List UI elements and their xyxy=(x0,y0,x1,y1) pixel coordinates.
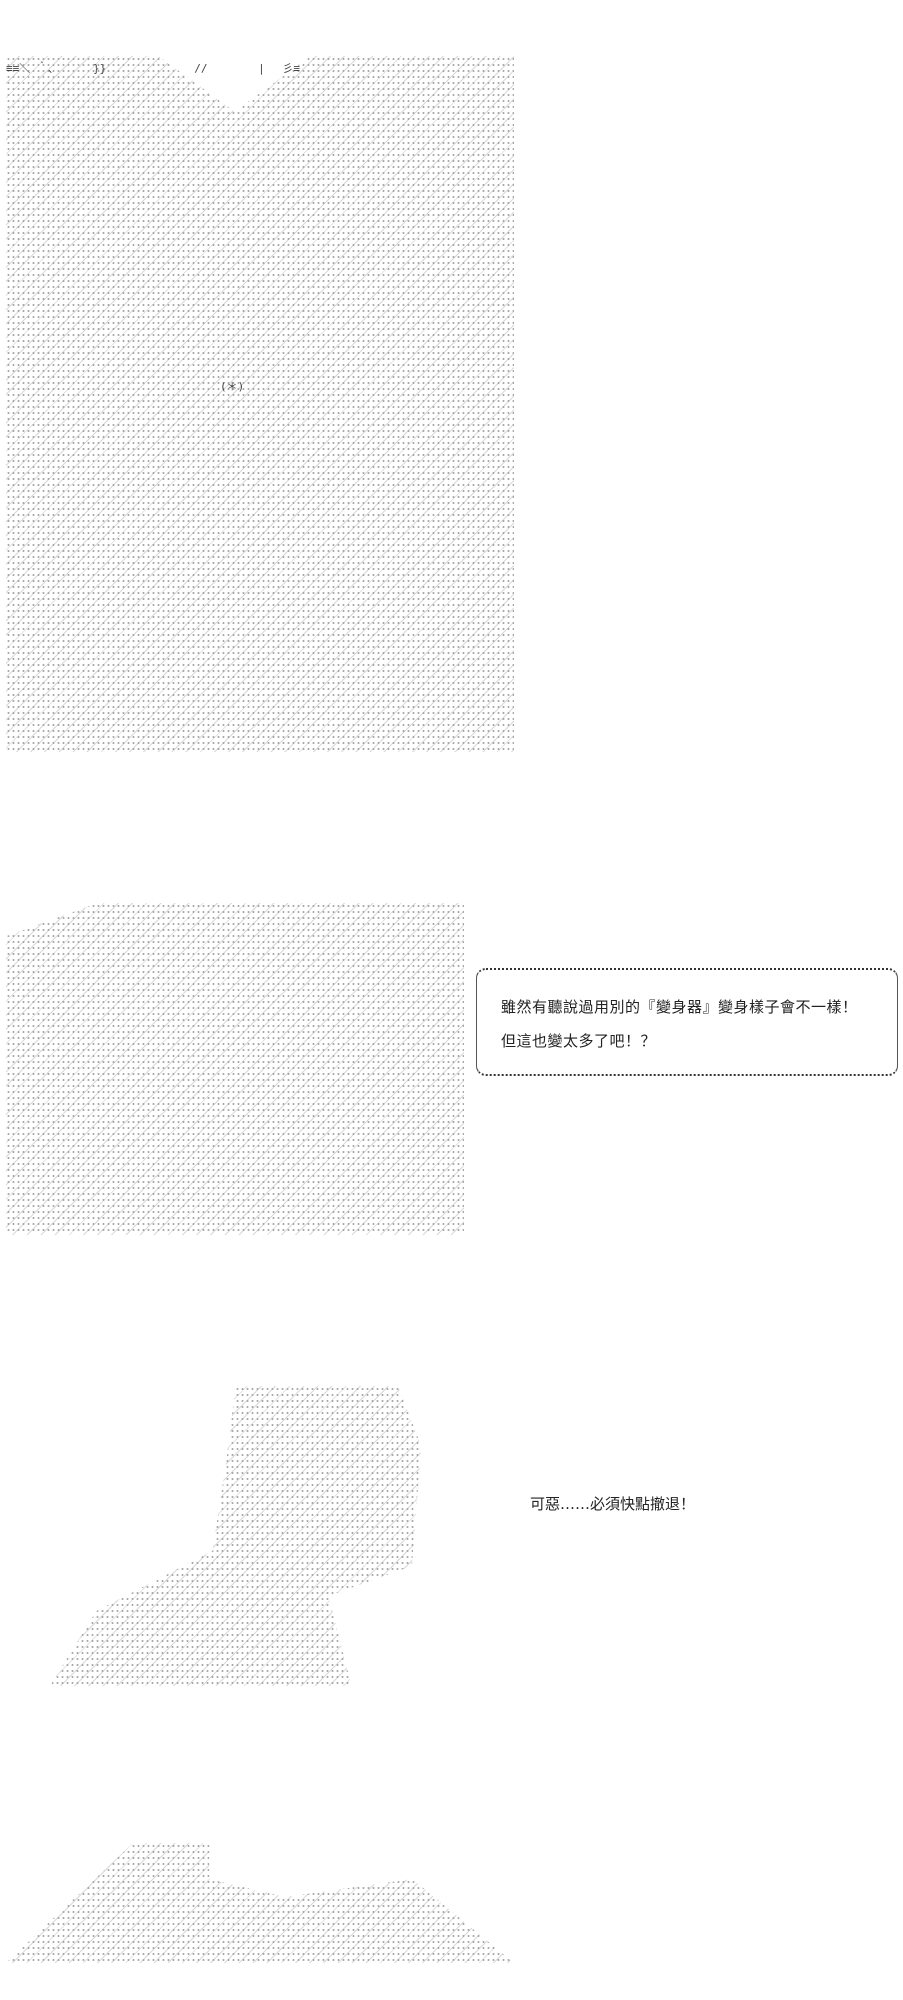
ascii-art-panel-2 xyxy=(6,903,464,1235)
ascii-art-character-face: (＊) xyxy=(220,380,245,393)
caption-text: 可惡……必須快點撤退！ xyxy=(530,1495,696,1513)
speech-bubble: 雖然有聽說過用別的『變身器』變身樣子會不一樣！ 但這也變太多了吧！？ xyxy=(476,968,898,1076)
dialogue-line: 但這也變太多了吧！？ xyxy=(501,1032,657,1050)
ascii-art-panel-1 xyxy=(6,56,514,752)
ascii-art-panel-3 xyxy=(50,1386,422,1686)
dialogue-line: 雖然有聽說過用別的『變身器』變身樣子會不一樣！ xyxy=(501,998,858,1016)
ascii-art-character-wings: ≡≡＼ ｀、 }} // | 彡≡ xyxy=(6,62,300,75)
ascii-art-panel-4 xyxy=(6,1843,514,1963)
